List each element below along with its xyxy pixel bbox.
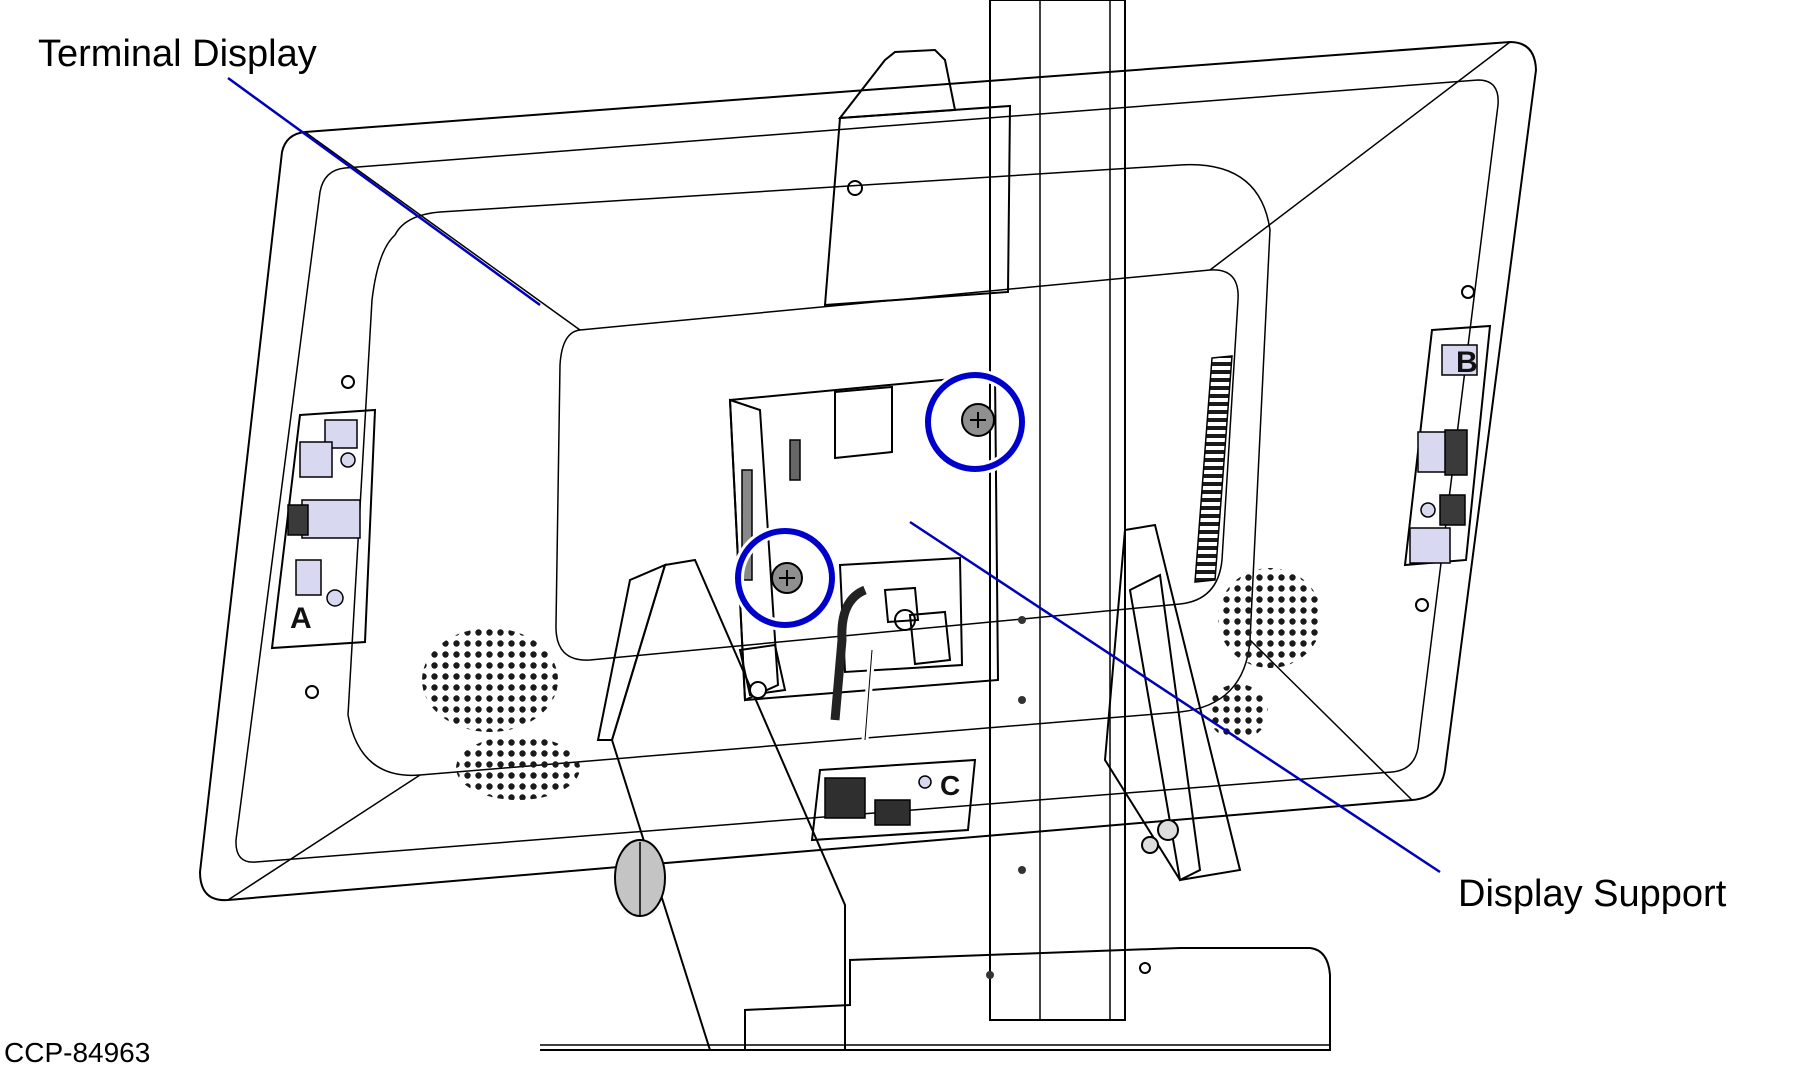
port-letter-c: C — [940, 770, 960, 801]
speaker-grille-right-lower — [1208, 684, 1268, 740]
pole-hole — [1018, 866, 1026, 874]
port-letter-a: A — [290, 602, 312, 635]
pole-hole — [1018, 616, 1026, 624]
base-hole — [1139, 962, 1151, 974]
speaker-grille-left-upper — [422, 628, 558, 732]
pole-hole — [1018, 696, 1026, 704]
support-ring — [1141, 836, 1159, 854]
highlight-circle-bottom — [735, 528, 835, 628]
support-screw — [749, 681, 767, 699]
mount-plate — [728, 373, 1000, 741]
highlight-circle-top — [925, 372, 1025, 472]
support-pole — [989, 0, 1126, 1021]
speaker-grille-right-upper — [1218, 568, 1322, 668]
display-top-bracket — [823, 104, 1012, 307]
display-screw — [1415, 598, 1429, 612]
port-bracket-b: B — [1403, 324, 1492, 567]
facet-line — [304, 131, 581, 331]
screw-top-right — [922, 369, 1028, 475]
display-screw — [341, 375, 355, 389]
display-support-label: Display Support — [1458, 873, 1727, 915]
terminal-display-label: Terminal Display — [38, 33, 317, 75]
facet-line — [227, 774, 421, 901]
base-hole — [986, 971, 994, 979]
port-bracket-a: A — [270, 408, 377, 650]
bracket-screw — [847, 180, 863, 196]
support-base — [540, 947, 1331, 1051]
display-outer-shell — [198, 40, 1538, 902]
speaker-grille-left-lower — [456, 736, 580, 800]
display-support — [540, 0, 1331, 1051]
support-left-upright — [610, 558, 846, 1051]
display-screw — [305, 685, 319, 699]
terminal-display-leader — [227, 76, 541, 307]
port-bracket-c: C — [810, 758, 977, 842]
port-letter-b: B — [1456, 346, 1478, 379]
facet-line — [1209, 41, 1511, 271]
display-support-leader — [909, 520, 1441, 874]
screw-bottom-left — [732, 525, 838, 631]
cable-clip — [894, 609, 916, 631]
support-right-upright — [1103, 523, 1242, 882]
terminal-display: A B C — [198, 40, 1538, 902]
display-inner-face — [235, 79, 1499, 863]
figure-id: CCP-84963 — [4, 1037, 150, 1068]
display-back-contour — [555, 269, 1239, 661]
vent-slots — [1194, 355, 1233, 583]
display-screw — [1461, 285, 1475, 299]
support-ring — [1157, 819, 1179, 841]
